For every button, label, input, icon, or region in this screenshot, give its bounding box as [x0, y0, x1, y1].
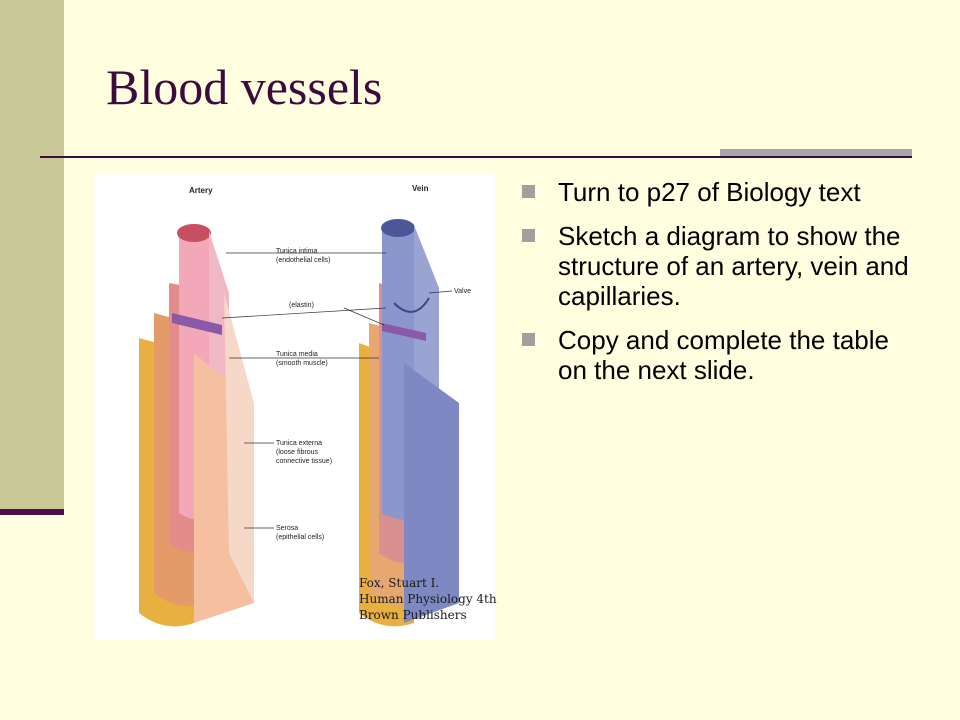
bullet-item: Turn to p27 of Biology text: [522, 177, 912, 207]
slide-title: Blood vessels: [106, 59, 383, 115]
bullet-square-icon: [522, 185, 535, 198]
bullet-square-icon: [522, 229, 535, 242]
label-tunica-media-sub: (smooth muscle): [276, 360, 328, 367]
citation-line: Fox, Stuart I.: [359, 576, 440, 590]
vein-opening: [381, 219, 415, 237]
label-serosa-sub: (epithelial cells): [276, 534, 324, 541]
bullet-item: Copy and complete the table on the next …: [522, 325, 912, 385]
vein-valve-flap: [393, 297, 430, 313]
label-tunica-intima: Tunica intima: [276, 248, 317, 255]
label-elastin: (elastin): [289, 302, 314, 309]
bullet-text: Sketch a diagram to show the structure o…: [558, 221, 909, 311]
bullet-text: Copy and complete the table on the next …: [558, 325, 889, 385]
vein-cross-section: [404, 363, 459, 623]
vessel-illustration: Artery Vein Tunica intima (endothelial c…: [139, 184, 471, 627]
label-tunica-intima-sub: (endothelial cells): [276, 257, 330, 264]
sidebar-band: [0, 0, 64, 510]
citation-line: Human Physiology 4th: [359, 592, 497, 606]
elastin-leader-vein: [343, 307, 385, 326]
label-tunica-externa-sub2: connective tissue): [276, 458, 332, 465]
figure-citation: Fox, Stuart I. Human Physiology 4th Brow…: [359, 575, 497, 623]
blood-vessel-diagram: Artery Vein Tunica intima (endothelial c…: [94, 173, 497, 640]
valve-leader: [428, 290, 453, 294]
elastin-leader: [221, 307, 387, 319]
bullet-text: Turn to p27 of Biology text: [558, 177, 861, 207]
label-tunica-externa: Tunica externa: [276, 440, 322, 447]
artery-opening: [177, 224, 211, 242]
sidebar-accent: [0, 509, 64, 515]
artery-inner-wall: [224, 293, 254, 603]
label-tunica-externa-sub1: (loose fibrous: [276, 449, 319, 456]
label-valve: Valve: [454, 288, 471, 295]
bullet-list: Turn to p27 of Biology text Sketch a dia…: [522, 177, 912, 399]
bullet-item: Sketch a diagram to show the structure o…: [522, 221, 912, 311]
label-tunica-media: Tunica media: [276, 351, 318, 358]
artery-elastin-band: [172, 313, 222, 335]
citation-line: Brown Publishers: [359, 608, 467, 622]
bullet-square-icon: [522, 333, 535, 346]
vein-elastin-band: [382, 323, 426, 341]
artery-heading: Artery: [189, 186, 213, 195]
label-serosa: Serosa: [276, 525, 298, 532]
title-rule: [40, 156, 912, 158]
title-rule-accent: [720, 149, 912, 156]
vein-heading: Vein: [412, 184, 429, 193]
